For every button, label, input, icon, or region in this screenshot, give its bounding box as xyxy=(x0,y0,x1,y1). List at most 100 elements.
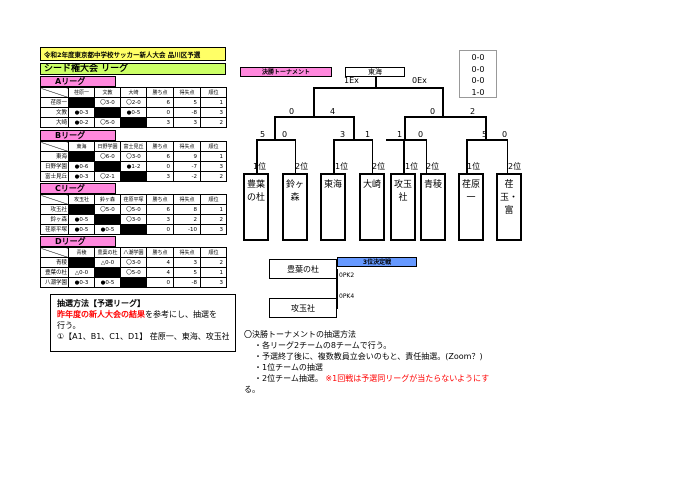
result-cell: 〇5-0 xyxy=(94,204,121,215)
team-seed: 1位 xyxy=(253,162,267,171)
bracket-line xyxy=(466,139,508,141)
points-cell: 0 xyxy=(146,277,174,288)
league-label: Bリーグ xyxy=(40,130,116,141)
third-score: 0PK4 xyxy=(339,293,355,300)
method-header: 抽選方法【予選リーグ】 xyxy=(57,299,145,308)
points-cell: 6 xyxy=(146,97,174,108)
table-header-cell: 勝ち点 xyxy=(146,87,174,98)
table-header-cell: 文教 xyxy=(94,87,121,98)
rank-cell: 1 xyxy=(200,267,227,278)
bracket-line xyxy=(375,77,377,87)
team-box: 荏玉・富 xyxy=(496,173,522,241)
gd-cell: 5 xyxy=(173,267,201,278)
team-box: 大崎 xyxy=(359,173,385,241)
bracket-line xyxy=(404,116,406,140)
rank-cell: 2 xyxy=(200,214,227,225)
third-place-label: 3位決定戦 xyxy=(337,257,417,267)
table-header-cell: 順位 xyxy=(200,194,227,205)
bracket-line xyxy=(256,139,258,174)
bracket-line xyxy=(386,139,426,141)
bracket-line xyxy=(336,269,338,309)
score-box-line: 0-0 xyxy=(471,64,485,74)
team-name: 青稜 xyxy=(423,180,442,190)
table-header-cell xyxy=(40,247,69,258)
method-text: 行う。 xyxy=(57,321,81,330)
method-text: ①【A1、B1、C1、D1】 荏原一、東海、攻玉社、 xyxy=(57,332,229,341)
table-header-cell: 荏原一 xyxy=(68,87,95,98)
points-cell: 0 xyxy=(146,107,174,118)
note-line: ・1位チームの抽選 xyxy=(254,363,323,372)
team-name: 東海 xyxy=(323,180,342,190)
team-name-cell: 文教 xyxy=(40,107,69,118)
result-cell: ●1-2 xyxy=(120,161,147,172)
gd-cell: -8 xyxy=(173,107,201,118)
table-header-cell: 順位 xyxy=(200,87,227,98)
table-header-cell: 勝ち点 xyxy=(146,194,174,205)
self-match-cell xyxy=(120,117,147,128)
result-cell: 〇5-0 xyxy=(120,267,147,278)
self-match-cell xyxy=(68,151,95,162)
result-cell: 〇5-0 xyxy=(94,117,121,128)
gd-cell: -8 xyxy=(173,277,201,288)
team-name-cell: 荏原一 xyxy=(40,97,69,108)
result-cell: 〇3-0 xyxy=(120,151,147,162)
bracket-line xyxy=(403,139,405,174)
result-cell: ●0-5 xyxy=(120,107,147,118)
bracket-line xyxy=(353,116,355,140)
third-score: 0PK2 xyxy=(339,272,355,279)
team-seed: 2位 xyxy=(372,162,386,171)
team-box: 鈴ヶ森 xyxy=(282,173,308,241)
team-name-cell: 攻玉社 xyxy=(40,204,69,215)
bracket-line xyxy=(404,116,486,118)
self-match-cell xyxy=(68,97,95,108)
team-name-cell: 鈴ヶ森 xyxy=(40,214,69,225)
league-label: Aリーグ xyxy=(40,76,116,87)
qf-score: 1 xyxy=(365,130,371,139)
qf-score: 0 xyxy=(502,130,508,139)
team-name-cell: 大崎 xyxy=(40,117,69,128)
table-header-cell: 得失点 xyxy=(173,247,201,258)
table-header-cell xyxy=(40,141,69,152)
team-name-cell: 東海 xyxy=(40,151,69,162)
draw-method-box: 抽選方法【予選リーグ】 昨年度の新人大会の結果を参考にし、抽選を 行う。 ①【A… xyxy=(50,294,236,352)
qf-score: 0 xyxy=(418,130,424,139)
team-seed: 1位 xyxy=(405,162,419,171)
result-cell: △0-0 xyxy=(68,267,95,278)
qf-score: 5 xyxy=(260,130,266,139)
rank-cell: 3 xyxy=(200,107,227,118)
table-header-cell: 東海 xyxy=(68,141,95,152)
table-header-cell: 得失点 xyxy=(173,194,201,205)
team-seed: 2位 xyxy=(508,162,522,171)
rank-cell: 1 xyxy=(200,97,227,108)
score-box-line: 0-0 xyxy=(471,76,485,85)
points-cell: 6 xyxy=(146,204,174,215)
team-name: 荏原一 xyxy=(461,180,480,203)
self-match-cell xyxy=(120,224,147,235)
result-cell: ●0-3 xyxy=(68,107,95,118)
gd-cell: -7 xyxy=(173,161,201,172)
result-cell: ●0-5 xyxy=(94,224,121,235)
note-line: ・予選終了後に、複数教員立会いのもと、責任抽選。(Zoom？) xyxy=(254,352,483,361)
team-name: 鈴ヶ森 xyxy=(285,180,304,203)
rank-cell: 3 xyxy=(200,277,227,288)
team-box: 攻玉社 xyxy=(390,173,416,241)
result-cell: △0-0 xyxy=(94,257,121,268)
points-cell: 3 xyxy=(146,214,174,225)
gd-cell: 9 xyxy=(173,151,201,162)
table-header-cell: 荏原平塚 xyxy=(120,194,147,205)
result-cell: 〇3-0 xyxy=(120,257,147,268)
table-header-cell xyxy=(40,87,69,98)
table-header-cell: 順位 xyxy=(200,141,227,152)
method-red-text: 昨年度の新人大会の結果 xyxy=(57,310,145,319)
bracket-line xyxy=(442,87,444,117)
team-name-cell: 荏原平塚 xyxy=(40,224,69,235)
table-header-cell: 豊葉の杜 xyxy=(94,247,121,258)
result-cell: ●0-6 xyxy=(68,161,95,172)
